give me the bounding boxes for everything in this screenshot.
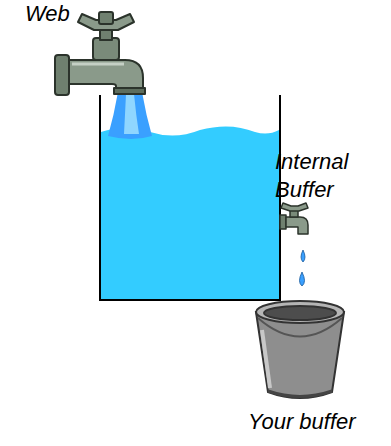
water-stream-highlight [124, 94, 139, 134]
water-drop [300, 272, 305, 286]
tank-outline [100, 95, 280, 300]
water-drop [301, 250, 305, 262]
bucket [256, 301, 344, 398]
caption-label: Internal Buffer [275, 148, 355, 204]
tank-water [101, 126, 279, 299]
caption-label: Web [25, 0, 85, 28]
water-stream [108, 92, 152, 139]
outlet-tap [280, 203, 308, 234]
caption-label: Your buffer [248, 408, 388, 436]
